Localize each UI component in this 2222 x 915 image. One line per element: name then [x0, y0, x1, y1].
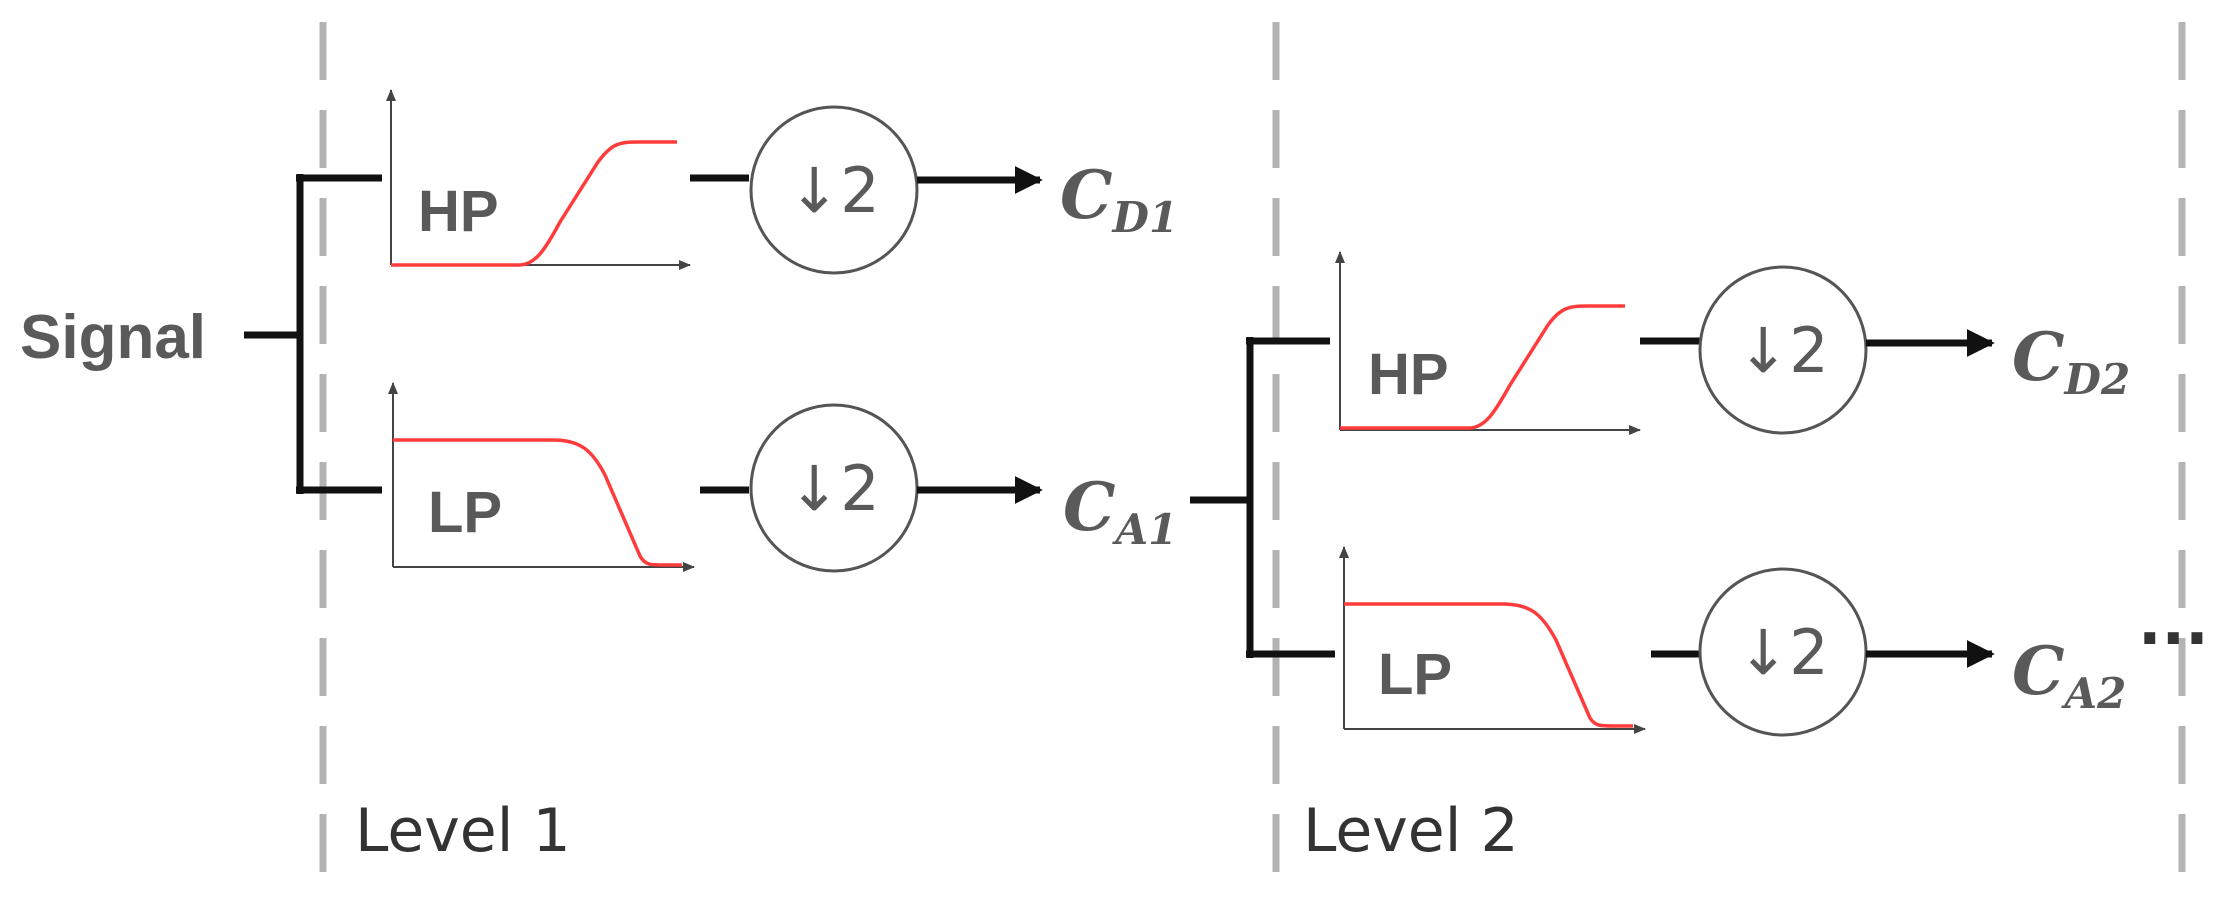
downsample-node	[749, 105, 919, 275]
level-2-label: Level 2	[1303, 796, 1519, 866]
highpass-response-plot	[386, 89, 691, 270]
highpass-response-plot	[1335, 251, 1641, 435]
highpass-response-curve	[1340, 304, 1625, 430]
lowpass-response-plot	[388, 382, 695, 572]
lowpass-response-curve	[1344, 602, 1633, 728]
signal-label: Signal	[20, 303, 206, 372]
downsample-node	[1698, 265, 1868, 435]
lowpass-response-plot	[1339, 546, 1646, 734]
signal-split-wire	[244, 174, 382, 494]
level-1-lowpass-branch: LP ↓2 CA1	[388, 382, 1177, 573]
detail-coefficient-label: CD2	[2012, 318, 2130, 404]
lowpass-label: LP	[1378, 642, 1452, 707]
downsample-label: ↓2	[1737, 616, 1828, 689]
highpass-label: HP	[1368, 342, 1449, 407]
highpass-label: HP	[418, 179, 499, 244]
level-1-label: Level 1	[355, 796, 571, 866]
approximation-coefficient-label: CA1	[1063, 468, 1177, 554]
downsample-label: ↓2	[788, 154, 879, 227]
downsample-label: ↓2	[1737, 314, 1828, 387]
level-2-lowpass-branch: LP ↓2 CA2 ···	[1339, 546, 2209, 737]
downsample-label: ↓2	[788, 452, 879, 525]
lowpass-label: LP	[428, 480, 502, 545]
level-2-highpass-branch: HP ↓2 CD2	[1335, 251, 2130, 435]
continuation-ellipsis: ···	[2138, 602, 2209, 675]
level-2-split-wire	[1190, 337, 1335, 658]
approximation-coefficient-label: CA2	[2012, 632, 2126, 718]
level-1-highpass-branch: HP ↓2 CD1	[386, 89, 1178, 275]
lowpass-response-curve	[393, 438, 682, 567]
detail-coefficient-label: CD1	[1060, 156, 1178, 242]
highpass-response-curve	[391, 140, 677, 267]
